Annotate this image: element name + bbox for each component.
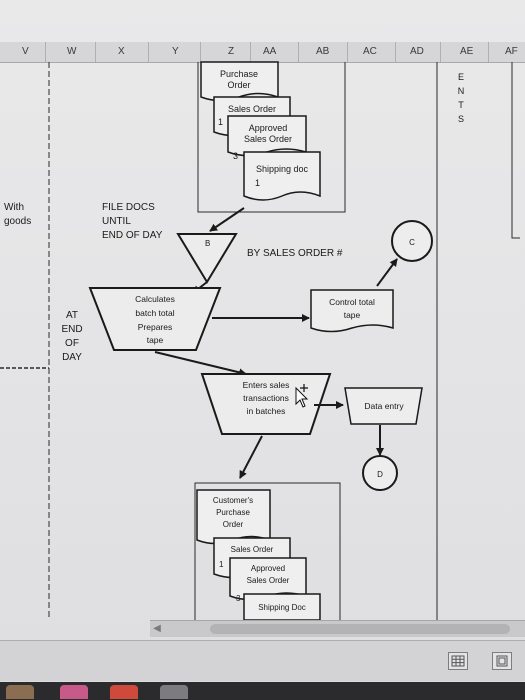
vertical-letter: E bbox=[458, 72, 464, 82]
right-boundary-line bbox=[511, 62, 520, 239]
connector-d-letter: D bbox=[377, 470, 383, 479]
column-header-aa[interactable]: AA bbox=[263, 46, 277, 57]
column-divider bbox=[148, 42, 149, 62]
status-bar bbox=[0, 640, 525, 681]
column-header-ad[interactable]: AD bbox=[410, 46, 424, 57]
column-header-x[interactable]: X bbox=[118, 46, 125, 57]
by-sales-order-label: BY SALES ORDER # bbox=[247, 248, 343, 259]
calc-label-line3: Prepares bbox=[138, 322, 173, 332]
control-total-label-line2: tape bbox=[344, 310, 361, 320]
arrow-calc-to-enter bbox=[154, 351, 247, 377]
document-stack-1: Purchase Order Sales Order 1 Approved Sa… bbox=[200, 61, 321, 201]
margin-label-end: END bbox=[61, 324, 82, 335]
scrollbar-thumb[interactable] bbox=[210, 624, 510, 634]
file-triangle-letter: B bbox=[205, 239, 210, 248]
move-cursor-icon bbox=[295, 384, 309, 408]
app-icon[interactable] bbox=[110, 685, 138, 699]
flowchart-canvas: Purchase Order Sales Order 1 Approved Sa… bbox=[0, 61, 520, 621]
copy-number: 3 bbox=[236, 594, 241, 603]
page-layout-icon[interactable] bbox=[492, 652, 512, 670]
copy-number: 1 bbox=[219, 560, 224, 569]
customer-po-label-line3: Order bbox=[223, 520, 244, 529]
column-divider bbox=[200, 42, 201, 62]
margin-label-day: DAY bbox=[62, 352, 82, 363]
purchase-order-label-line2: Order bbox=[227, 80, 250, 90]
column-header-z[interactable]: Z bbox=[228, 46, 235, 57]
shipping-doc-label: Shipping doc bbox=[256, 164, 309, 174]
column-divider bbox=[250, 42, 251, 62]
sales-order-label: Sales Order bbox=[228, 104, 276, 114]
document-area-box bbox=[197, 62, 346, 213]
horizontal-scrollbar[interactable]: ◀ bbox=[150, 620, 525, 637]
vertical-letter: S bbox=[458, 114, 464, 124]
shipping-doc-label-2: Shipping Doc bbox=[258, 603, 306, 612]
data-entry-label: Data entry bbox=[364, 401, 404, 411]
file-docs-label-line1: FILE DOCS bbox=[102, 202, 155, 213]
column-header-ae[interactable]: AE bbox=[460, 46, 474, 57]
calc-label-line2: batch total bbox=[135, 308, 174, 318]
margin-label-of: OF bbox=[65, 338, 79, 349]
column-divider bbox=[347, 42, 348, 62]
customer-po-label-line2: Purchase bbox=[216, 508, 250, 517]
grid-view-icon[interactable] bbox=[448, 652, 468, 670]
column-header-ac[interactable]: AC bbox=[363, 46, 377, 57]
control-total-tape-document bbox=[310, 289, 394, 333]
column-header-w[interactable]: W bbox=[67, 46, 77, 57]
file-triangle bbox=[176, 233, 238, 284]
customer-po-label-line1: Customer's bbox=[213, 496, 253, 505]
column-header-ab[interactable]: AB bbox=[316, 46, 330, 57]
approved-sales-order-label-line2: Sales Order bbox=[244, 134, 292, 144]
scroll-left-arrow-icon[interactable]: ◀ bbox=[153, 623, 161, 634]
enter-label-line3: in batches bbox=[247, 406, 286, 416]
connector-c bbox=[391, 220, 433, 262]
arrow-to-connector-c bbox=[376, 258, 398, 287]
vertical-letter: N bbox=[458, 86, 465, 96]
copy-number: 1 bbox=[255, 178, 260, 188]
approved-sales-order-2-line2: Sales Order bbox=[247, 576, 290, 585]
file-docs-label-line2: UNTIL bbox=[102, 216, 131, 227]
connector-c-letter: C bbox=[409, 238, 415, 247]
purchase-order-label-line1: Purchase bbox=[220, 69, 258, 79]
column-header-y[interactable]: Y bbox=[172, 46, 179, 57]
column-divider bbox=[298, 42, 299, 62]
column-divider bbox=[440, 42, 441, 62]
file-docs-label-line3: END OF DAY bbox=[102, 230, 163, 241]
column-divider bbox=[95, 42, 96, 62]
app-icon[interactable] bbox=[6, 685, 34, 699]
column-header-v[interactable]: V bbox=[22, 46, 29, 57]
copy-number: 1 bbox=[218, 117, 223, 127]
sales-order-label-2: Sales Order bbox=[231, 545, 274, 554]
margin-label-with: With bbox=[4, 202, 24, 213]
column-divider bbox=[488, 42, 489, 62]
vertical-letter: T bbox=[458, 100, 464, 110]
margin-label-goods: goods bbox=[4, 216, 31, 227]
arrow-enter-to-documents bbox=[239, 435, 263, 479]
calculate-batch-total-process bbox=[88, 287, 222, 351]
column-divider bbox=[45, 42, 46, 62]
shipping-doc-document bbox=[243, 151, 321, 201]
app-icon[interactable] bbox=[60, 685, 88, 699]
enter-sales-transactions-process bbox=[200, 373, 332, 435]
margin-label-at: AT bbox=[66, 310, 78, 321]
connector-d bbox=[362, 455, 398, 491]
enter-label-line2: transactions bbox=[243, 393, 289, 403]
data-entry-operation bbox=[344, 387, 423, 425]
enter-label-line1: Enters sales bbox=[243, 380, 290, 390]
app-icon[interactable] bbox=[160, 685, 188, 699]
column-divider bbox=[395, 42, 396, 62]
document-area-box-2 bbox=[194, 482, 341, 620]
copy-number: 3 bbox=[233, 151, 238, 161]
document-stack-2: Customer's Purchase Order Sales Order 1 … bbox=[196, 489, 321, 621]
arrow-docs-to-file bbox=[209, 207, 245, 232]
approved-sales-order-label-line1: Approved bbox=[249, 123, 288, 133]
calc-label-line1: Calculates bbox=[135, 294, 175, 304]
column-header-af[interactable]: AF bbox=[505, 46, 518, 57]
control-total-label-line1: Control total bbox=[329, 297, 375, 307]
calc-label-line4: tape bbox=[147, 335, 164, 345]
approved-sales-order-2-line1: Approved bbox=[251, 564, 285, 573]
